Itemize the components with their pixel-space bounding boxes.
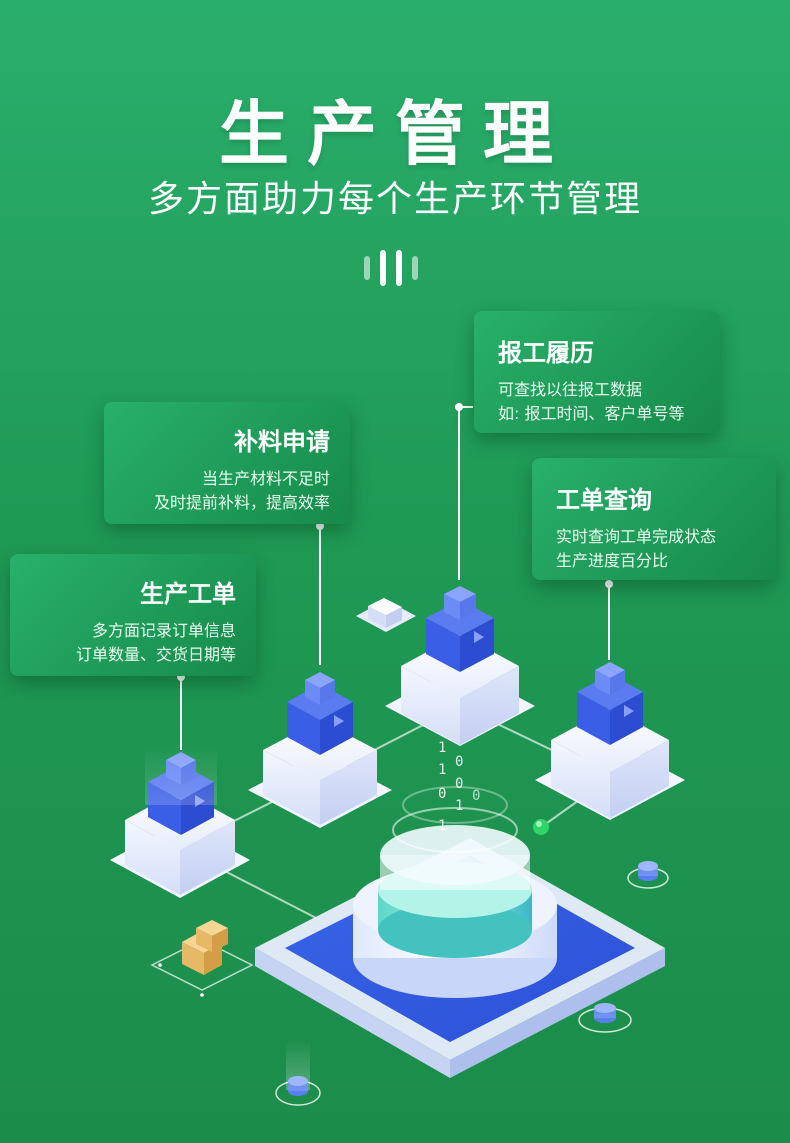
- card-report-history: 报工履历 可查找以往报工数据 如: 报工时间、客户单号等: [474, 311, 720, 433]
- binary-digit: 0: [438, 786, 446, 802]
- card-line: 订单数量、交货日期等: [75, 645, 236, 664]
- card-line: 多方面记录订单信息: [91, 621, 236, 640]
- binary-digit: 0: [455, 754, 463, 770]
- card-title: 报工履历: [498, 339, 594, 367]
- page-subtitle: 多方面助力每个生产环节管理: [147, 179, 642, 220]
- card-title: 工单查询: [556, 486, 652, 514]
- card-material-request: 补料申请 当生产材料不足时 及时提前补料，提高效率: [104, 402, 350, 524]
- card-title: 生产工单: [140, 580, 236, 608]
- floating-disc-icons: [275, 861, 669, 1106]
- binary-digit: 0: [455, 776, 463, 792]
- central-server-platform: [255, 786, 665, 1078]
- card-production-order: 生产工单 多方面记录订单信息 订单数量、交货日期等: [10, 554, 256, 676]
- binary-digit: 1: [438, 740, 446, 756]
- card-line: 生产进度百分比: [556, 551, 669, 570]
- card-line: 实时查询工单完成状态: [556, 527, 717, 546]
- node-material-request: [248, 672, 392, 828]
- binary-digit: 0: [472, 788, 480, 804]
- card-line: 如: 报工时间、客户单号等: [498, 404, 685, 423]
- card-line: 及时提前补料，提高效率: [153, 493, 330, 512]
- card-line: 可查找以往报工数据: [498, 380, 643, 399]
- card-line: 当生产材料不足时: [201, 469, 330, 488]
- delivery-truck-icon: [356, 598, 416, 632]
- cardboard-box-icon: [150, 920, 254, 997]
- binary-digit: 1: [438, 762, 446, 778]
- card-work-order-query: 工单查询 实时查询工单完成状态 生产进度百分比: [532, 458, 776, 580]
- status-ball-icon: [533, 819, 549, 835]
- node-production-order: [110, 745, 250, 898]
- binary-digit: 1: [455, 798, 463, 814]
- node-work-order-query: [535, 662, 685, 820]
- node-report-history: [385, 586, 535, 746]
- binary-digit: 1: [438, 818, 446, 834]
- card-title: 补料申请: [234, 428, 330, 456]
- divider-bars-icon: [360, 250, 430, 290]
- page-title: 生产管理: [219, 93, 571, 175]
